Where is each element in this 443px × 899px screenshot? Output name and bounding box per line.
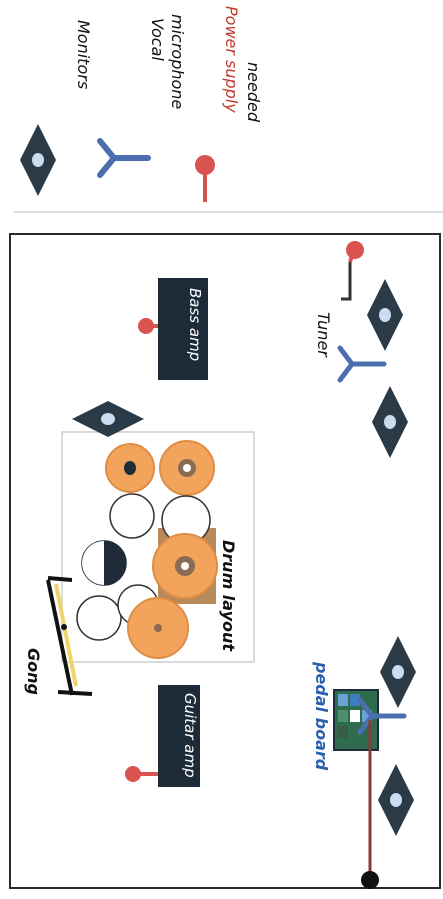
legend-power-label-line1: Power supply — [222, 6, 241, 113]
monitor-front-3-icon — [380, 636, 416, 708]
gong: Gong — [24, 576, 93, 696]
legend-mic-icon — [97, 138, 151, 178]
pedal-power-icon — [361, 871, 379, 889]
legend-mic-label-line1: Vocal — [148, 18, 167, 61]
monitor-front-2-icon — [372, 386, 408, 458]
tuner-power-icon — [346, 241, 364, 259]
legend-monitor-label: Monitors — [74, 20, 93, 89]
monitor-front-1-icon — [367, 279, 403, 351]
guitar-amp: Guitar amp — [125, 685, 200, 787]
bass-amp-label: Bass amp — [186, 288, 204, 361]
legend: Monitors Vocal microphone Power supply n… — [20, 6, 263, 202]
drum-tom-white-1 — [109, 493, 155, 539]
guitar-amp-label: Guitar amp — [181, 693, 199, 778]
stage-outline — [9, 233, 441, 889]
legend-mic-label-line2: microphone — [168, 14, 187, 109]
pedal-board-word1: pedal — [312, 661, 331, 713]
pedal-board-label: pedal board — [312, 661, 331, 771]
tuner-mic-icon — [340, 348, 384, 380]
tuner-label: Tuner — [314, 312, 333, 358]
monitor-front-4-icon — [378, 764, 414, 836]
pedal-board-word2: board — [312, 712, 331, 771]
legend-power-icon — [195, 155, 215, 202]
legend-power-label-line2: needed — [244, 62, 263, 123]
guitar-amp-power-icon — [125, 766, 158, 782]
drum-layout-label: Drum layout — [219, 540, 238, 652]
pedal-board-area: pedal board — [312, 661, 404, 889]
tuner: Tuner — [314, 241, 384, 380]
gong-label: Gong — [24, 648, 43, 695]
bass-amp-power-icon — [138, 318, 158, 334]
drum-area: Drum layout — [61, 431, 255, 663]
drum-tom-white-3 — [76, 595, 122, 641]
legend-monitor-icon — [20, 124, 56, 196]
bass-amp: Bass amp — [138, 278, 208, 380]
